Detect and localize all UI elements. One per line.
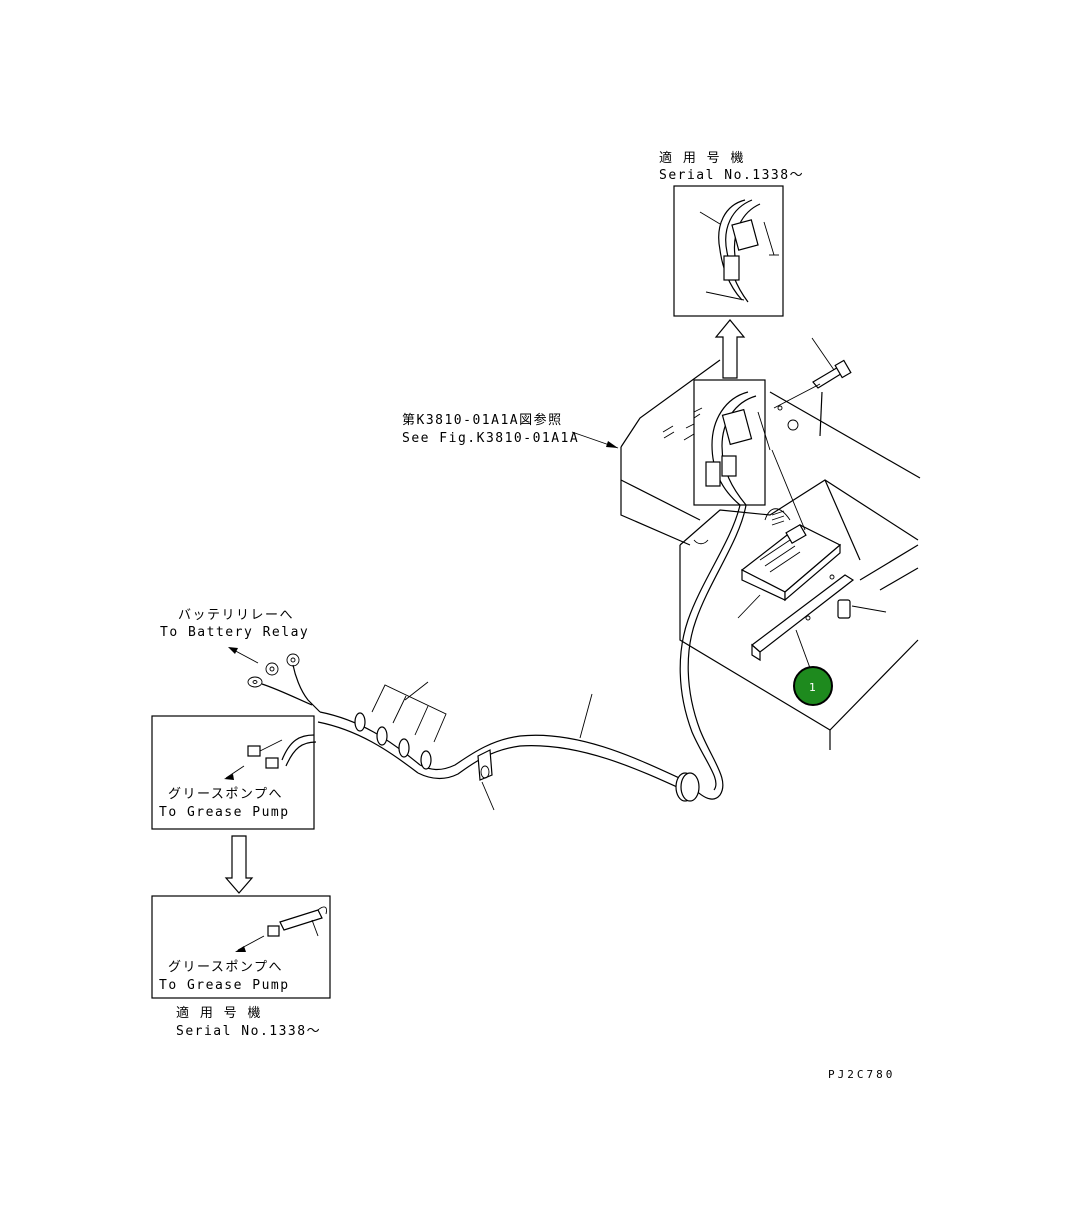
controller-unit (737, 449, 842, 619)
inset-top-leader (699, 211, 721, 225)
figure-code: PJ2C780 (828, 1068, 895, 1081)
bracket (751, 574, 855, 669)
battery-label-en: To Battery Relay (160, 625, 309, 640)
band-clamps (317, 681, 447, 774)
inset-grease-pump-serial: グリースポンプへ To Grease Pump 適 用 号 機 Serial N… (151, 895, 331, 1039)
harness-wire (417, 504, 747, 800)
battery-relay-lead: バッテリリレーへ To Battery Relay (160, 608, 321, 713)
callout-1[interactable]: 1 (793, 666, 833, 706)
arrow-down-to-inset (224, 835, 254, 894)
inset-top-serial: 適 用 号 機 Serial No.1338～ (659, 150, 804, 317)
clamp (477, 749, 495, 811)
inset-grease-pump: グリースポンプへ To Grease Pump (151, 715, 317, 830)
grease2-label-en: To Grease Pump (159, 978, 290, 993)
see-fig-label-en: See Fig.K3810-01A1A (402, 431, 579, 446)
see-fig-label: 第K3810-01A1A図参照 See Fig.K3810-01A1A (402, 412, 619, 449)
grommet (675, 772, 700, 802)
inset-top-frame (673, 185, 784, 317)
inset-grease-frame (151, 715, 315, 830)
bolt (773, 337, 852, 409)
callout-1-number: 1 (809, 681, 816, 694)
callout-1-circle[interactable] (793, 666, 833, 706)
arrowhead-icon (224, 774, 234, 780)
grease2-label-jp: グリースポンプへ (168, 960, 283, 975)
inset-top-label-jp: 適 用 号 機 (659, 150, 745, 166)
see-fig-label-jp: 第K3810-01A1A図参照 (402, 412, 563, 428)
inset-top-leader-3 (705, 291, 745, 301)
grease1-label-en: To Grease Pump (159, 805, 290, 820)
inset-top-wire (718, 199, 746, 301)
inset-top-connector (731, 219, 759, 251)
inset-top-wire-2 (725, 199, 753, 303)
fig-ref-box (693, 379, 771, 506)
inset-top-leader-2 (763, 221, 775, 256)
inset-top-connector-2 (723, 255, 740, 281)
inset-grease2-frame (151, 895, 331, 999)
inset-bottom-label-jp: 適 用 号 機 (176, 1005, 262, 1021)
arrowhead-icon (228, 647, 238, 654)
inset-top-label-en: Serial No.1338～ (659, 168, 804, 183)
machine-body (620, 359, 921, 750)
bolt-2 (837, 599, 887, 619)
inset-bottom-label-en: Serial No.1338～ (176, 1024, 321, 1039)
battery-label-jp: バッテリリレーへ (178, 608, 294, 623)
arrow-up-to-inset (714, 319, 746, 379)
arrowhead-icon (606, 441, 618, 448)
arrowhead-icon (235, 946, 246, 952)
grease1-label-jp: グリースポンプへ (168, 787, 283, 802)
